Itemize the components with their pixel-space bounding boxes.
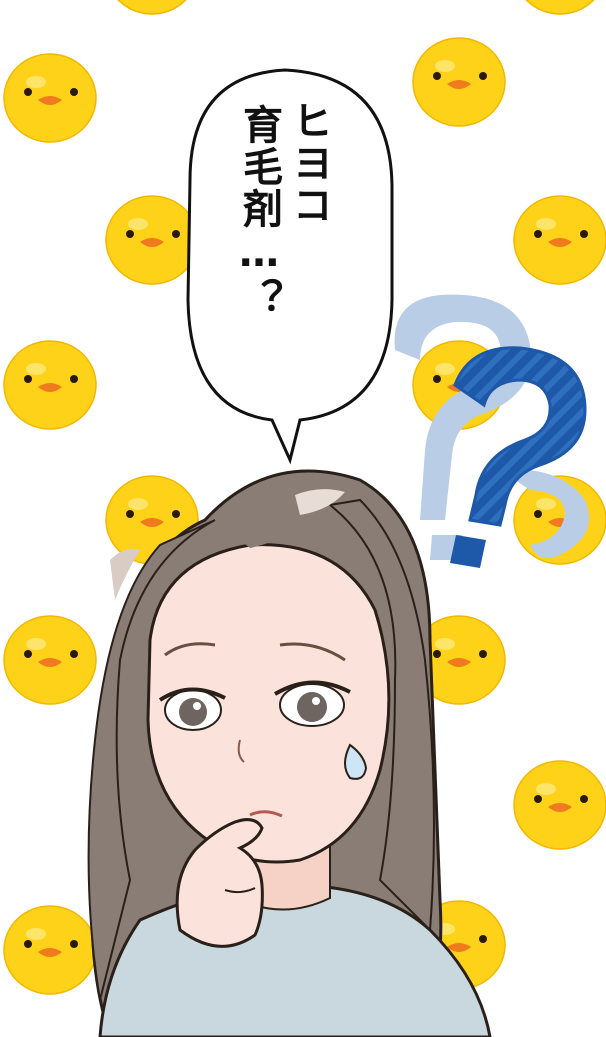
- chick-icon: [513, 195, 606, 285]
- chick-icon: [3, 340, 97, 430]
- chick-icon: [3, 53, 97, 143]
- speech-bubble: [186, 68, 394, 465]
- woman-character: [87, 469, 492, 1037]
- chick-icon: [412, 37, 506, 127]
- speech-line-2: 育毛剤…？: [236, 104, 282, 320]
- chick-icon: [105, 0, 199, 15]
- chick-icon: [513, 760, 606, 850]
- question-mark-icon: [450, 346, 587, 568]
- chick-icon: [3, 905, 97, 995]
- speech-line-1: ヒヨコ: [286, 100, 332, 226]
- chick-icon: [105, 195, 199, 285]
- chick-icon: [3, 615, 97, 705]
- chick-icon: [513, 0, 606, 15]
